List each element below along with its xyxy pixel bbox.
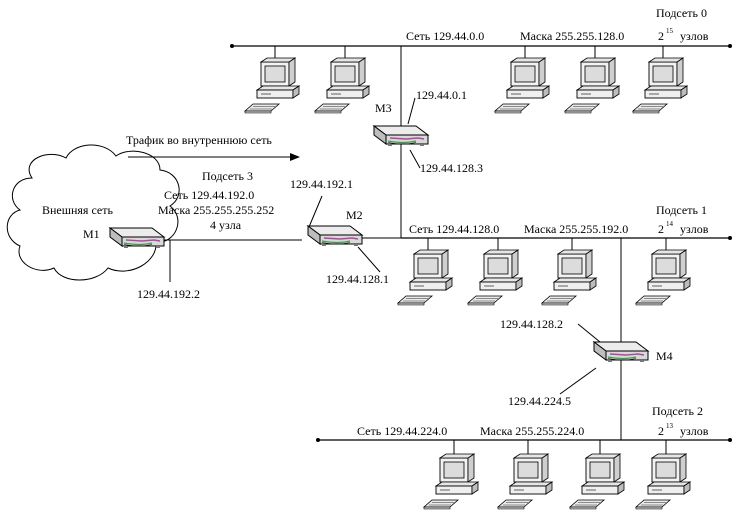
subnet2-hosts-exp: 13 [666,422,674,430]
subnet2-network: Сеть 129.44.224.0 [357,424,447,438]
subnet2-hosts-base: 2 [658,424,664,438]
computer-icon [635,453,691,510]
computer-icon [397,249,453,306]
subnet3-title: Подсеть 3 [202,169,253,183]
address-m2-left: 129.44.192.1 [290,177,353,191]
traffic-arrow-head [290,153,300,161]
subnet0-title: Подсеть 0 [656,6,707,20]
subnet3-network: Сеть 129.44.192.0 [164,188,254,202]
computer-icon [632,57,688,114]
address-m1: 129.44.192.2 [137,287,200,301]
subnet0-hosts-exp: 15 [666,27,674,35]
router-m2-icon [307,225,363,247]
computer-icon [569,453,625,510]
address-m3-upper: 129.44.0.1 [416,88,467,102]
subnet2-hosts-word: узлов [680,424,709,438]
subnet1-mask: Маска 255.255.192.0 [524,222,628,236]
traffic-label: Трафик во внутреннюю сеть [126,133,272,147]
subnet1-network: Сеть 129.44.128.0 [409,222,499,236]
subnet0-mask: Маска 255.255.128.0 [520,29,624,43]
computer-icon [497,453,553,510]
router-m4-label: M4 [656,349,673,363]
subnet0-hosts-word: узлов [680,29,709,43]
router-m2-label: M2 [346,208,363,222]
subnet0-network: Сеть 129.44.0.0 [406,29,484,43]
computer-icon [635,249,691,306]
address-m3-lower: 129.44.128.3 [420,161,483,175]
computer-icon [244,57,300,114]
address-m2-right: 129.44.128.1 [326,272,389,286]
computer-icon [564,57,620,114]
computer-icon [467,249,523,306]
subnet2-mask: Маска 255.255.224.0 [480,424,584,438]
cloud-label: Внешняя сеть [42,203,113,217]
router-m1-label: M1 [83,227,100,241]
subnet0-hosts-base: 2 [658,29,664,43]
computer-icon [314,57,370,114]
computer-icon [494,57,550,114]
subnet1-hosts-word: узлов [680,222,709,236]
router-m3-icon [373,125,429,147]
subnet3-mask: Маска 255.255.255.252 [158,203,274,217]
subnet3-hosts: 4 узла [210,218,242,232]
address-m4-upper: 129.44.128.2 [500,317,563,331]
subnet2-title: Подсеть 2 [652,404,703,418]
router-m4-icon [593,341,649,363]
address-m4-lower: 129.44.224.5 [508,394,571,408]
computer-icon [541,249,597,306]
subnet1-hosts-base: 2 [658,222,664,236]
computer-icon [423,453,479,510]
subnet1-hosts-exp: 14 [666,220,674,228]
subnet1-title: Подсеть 1 [656,203,707,217]
router-m3-label: M3 [375,101,392,115]
